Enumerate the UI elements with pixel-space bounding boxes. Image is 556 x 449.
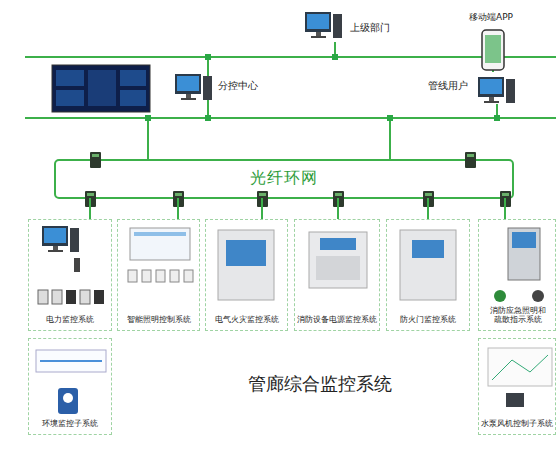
ring-label: 光纤环网 — [55, 168, 513, 187]
screen-bar — [134, 232, 186, 236]
subsystem-label: 防火门监控系统 — [387, 315, 469, 325]
terminal-label: 管线用户 — [428, 80, 468, 92]
panel-screen — [320, 238, 356, 250]
strip-line — [40, 360, 102, 362]
ring-link — [504, 198, 506, 219]
exit-sign — [494, 290, 506, 302]
panel-device — [218, 230, 274, 300]
panel-screen — [226, 240, 266, 266]
schematic-line — [492, 355, 548, 380]
controller — [506, 393, 524, 407]
kiosk — [508, 228, 540, 280]
meter — [66, 290, 76, 304]
subsystem-label: 消防设备电源监控系统 — [295, 315, 379, 325]
panel-screen — [412, 240, 444, 258]
ring-band: 光纤环网 — [55, 160, 513, 198]
switch — [173, 191, 184, 207]
big-screen — [52, 65, 150, 112]
subsystem-label: 环境监控子系统 — [29, 419, 111, 429]
switch — [257, 191, 268, 207]
kiosk-screen — [512, 232, 536, 248]
riser — [389, 118, 391, 160]
ring-link — [89, 198, 91, 219]
meter — [52, 290, 62, 304]
lower-bus — [25, 117, 556, 119]
ring-link — [261, 198, 263, 219]
subsystem-label: 消防应急照明和 疏散指示系统 — [487, 306, 549, 325]
subsystem-box: 水泵风机控制子系统 — [478, 338, 556, 435]
switch — [85, 191, 96, 207]
ring-link — [427, 198, 429, 219]
junction — [145, 115, 151, 121]
computer — [42, 226, 79, 252]
computer — [478, 77, 515, 103]
terminal-label: 上级部门 — [350, 22, 390, 34]
junction — [205, 115, 211, 121]
computer — [305, 12, 342, 38]
junctions — [145, 54, 500, 121]
fiber-ring — [55, 160, 513, 198]
subsystem-label: 电力监控系统 — [29, 315, 111, 325]
schematic — [488, 348, 552, 386]
switch — [90, 152, 101, 168]
screen-panel — [56, 90, 84, 106]
subsystem-box: 环境监控子系统 — [28, 338, 112, 435]
junction — [387, 115, 393, 121]
junction — [332, 54, 338, 60]
subsystem-label: 电气火灾监控系统 — [206, 315, 287, 325]
panel-keys — [316, 256, 360, 280]
ring-link — [337, 198, 339, 219]
module — [156, 270, 165, 282]
meter — [80, 290, 90, 304]
riser — [147, 118, 149, 160]
subsystem-box: 电力监控系统 — [28, 219, 112, 331]
screen-panel — [120, 70, 146, 86]
subsystem-box: 智能照明控制系统 — [117, 219, 200, 331]
meter — [94, 290, 104, 304]
terminal-node: 管线用户 — [425, 70, 520, 110]
network-lines — [25, 42, 556, 198]
terminal-label: 移动端APP — [469, 12, 513, 23]
terminal-node: 移动端APP — [465, 10, 545, 74]
subsystem-box: 消防应急照明和 疏散指示系统 — [478, 219, 556, 331]
junction — [205, 54, 211, 60]
device — [74, 258, 80, 272]
module — [184, 270, 193, 282]
subsystem-box: 消防设备电源监控系统 — [294, 219, 380, 331]
module — [170, 270, 179, 282]
control-screen — [130, 228, 190, 260]
meter — [38, 290, 48, 304]
phone-screen — [485, 35, 501, 63]
sensor — [58, 388, 78, 414]
subsystem-box: 防火门监控系统 — [386, 219, 470, 331]
module — [128, 270, 137, 282]
phone — [482, 30, 504, 70]
screen-panel — [88, 70, 116, 106]
switch — [500, 191, 511, 207]
subsystem-label: 水泵风机控制子系统 — [479, 419, 555, 429]
switch — [333, 191, 344, 207]
subsystem-label: 智能照明控制系统 — [118, 315, 199, 325]
switch — [423, 191, 434, 207]
terminal-label: 分控中心 — [218, 80, 258, 92]
screen-panel — [56, 70, 84, 86]
computer — [175, 74, 212, 100]
screen-panel — [120, 90, 146, 106]
junction — [494, 115, 500, 121]
monitor-strip — [36, 350, 106, 372]
terminal-node: 上级部门 — [300, 10, 400, 48]
sensor-dial — [63, 393, 73, 403]
panel-device — [400, 230, 456, 300]
panel-device — [309, 232, 367, 288]
upper-bus — [25, 56, 556, 58]
ring-link — [177, 198, 179, 219]
subsystem-box: 电气火灾监控系统 — [205, 219, 288, 331]
module — [142, 270, 151, 282]
terminal-node: 分控中心 — [170, 68, 260, 110]
diagram-title: 管廊综合监控系统 — [215, 372, 425, 396]
switch — [465, 152, 476, 168]
exit-sign — [532, 290, 544, 302]
